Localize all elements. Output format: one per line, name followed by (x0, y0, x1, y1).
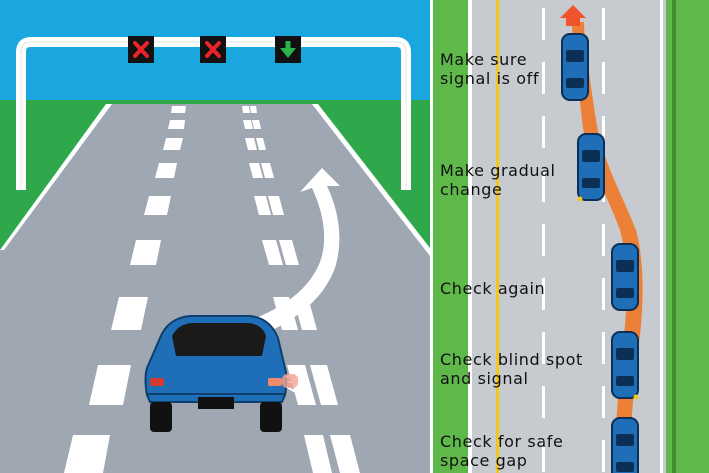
car-top-view-3 (611, 243, 639, 311)
car-top-view-5 (611, 417, 639, 473)
panel-divider (430, 0, 433, 473)
red-x-icon (205, 41, 221, 58)
step-label-signal-off: Make sure signal is off (440, 50, 540, 88)
left-yellow-line (496, 0, 499, 473)
road-shoulder-right (312, 104, 430, 256)
road-shoulder-left (0, 104, 112, 250)
step-label-blind-spot: Check blind spot and signal (440, 350, 583, 388)
lane-change-steps-diagram (433, 0, 709, 473)
lane-markings-right (242, 106, 360, 473)
lane-signal-2 (200, 36, 226, 63)
car-top-view-1 (561, 33, 589, 101)
step-label-gradual-change: Make gradual change (440, 161, 556, 199)
red-x-icon (133, 41, 149, 58)
step-label-check-again: Check again (440, 279, 546, 298)
car-top-view-4 (611, 331, 639, 400)
right-edge-line (660, 0, 663, 473)
forward-arrow-icon (560, 5, 586, 26)
left-grass-strip (433, 0, 468, 473)
car-top-view-2 (577, 133, 605, 202)
highway-scene (0, 0, 430, 473)
car-rear-view (144, 315, 303, 432)
lane-signal-1 (128, 36, 154, 63)
step-label-safe-gap: Check for safe space gap (440, 432, 564, 470)
green-down-arrow-icon (280, 41, 296, 58)
lane-change-arrow (222, 168, 340, 345)
lane-signal-3 (275, 36, 301, 63)
lane-markings-left (64, 106, 186, 473)
